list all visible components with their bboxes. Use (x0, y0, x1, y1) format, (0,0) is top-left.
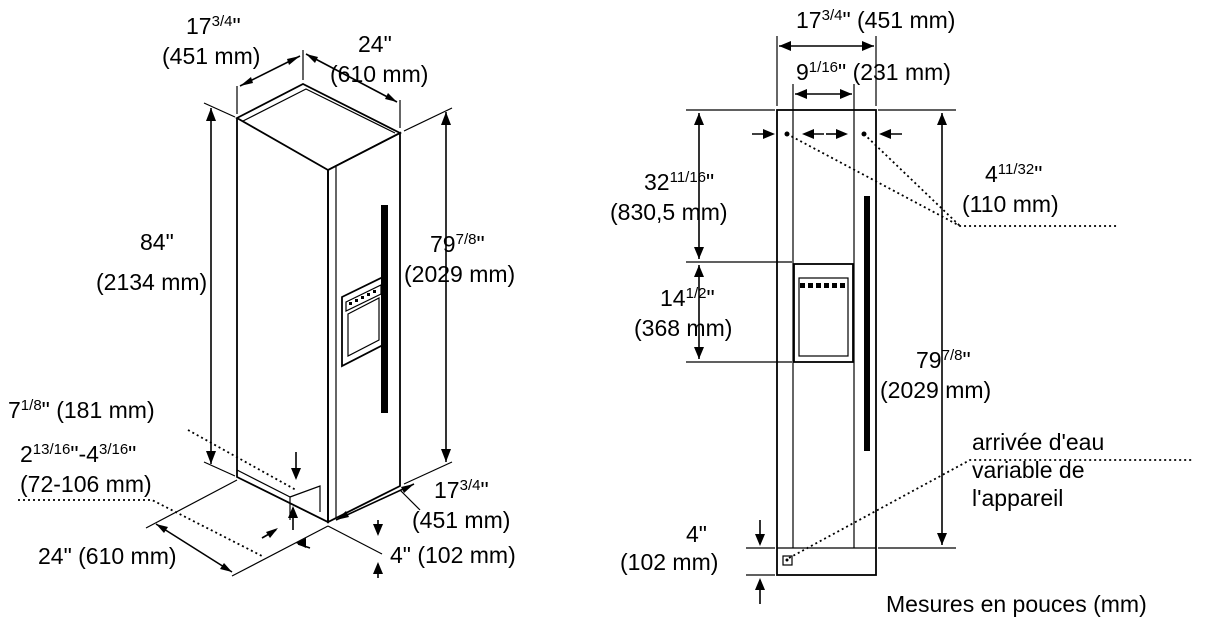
door-height-right-mm: (2029 mm) (880, 377, 991, 403)
overall-height-label: 84" (140, 229, 174, 255)
bottom-depth-label: 24" (610 mm) (38, 543, 177, 569)
front-outline (776, 109, 877, 576)
base-height-mm: (102 mm) (620, 549, 718, 575)
front-dispenser (793, 263, 854, 363)
side-offset-label: 411/32" (985, 161, 1042, 187)
fridge-top-face (235, 82, 402, 172)
upper-height-label: 3211/16" (644, 169, 714, 195)
water-inlet-line3: l'appareil (972, 485, 1063, 511)
top-depth-mm: (610 mm) (330, 61, 428, 87)
bottom-width-mm: (451 mm) (412, 507, 510, 533)
bottom-width-label: 173/4" (434, 477, 489, 503)
water-inlet-line1: arrivée d'eau (972, 429, 1104, 455)
base-height-label: 4" (686, 521, 707, 547)
toe-range-label: 213/16"-43/16" (20, 441, 136, 467)
toe-range-mm: (72-106 mm) (20, 471, 152, 497)
left-refrigerator-isometric (235, 82, 402, 524)
width-label: 173/4" (451 mm) (796, 7, 955, 33)
bottom-clearance-label: 4" (102 mm) (390, 542, 516, 568)
left-labels: 173/4" (451 mm) 24" (610 mm) 84" (2134 m… (8, 13, 516, 569)
door-height-mm: (2029 mm) (404, 261, 515, 287)
front-handle (864, 196, 870, 451)
right-labels: 173/4" (451 mm) 91/16" (231 mm) 3211/16"… (610, 7, 1147, 617)
upper-height-mm: (830,5 mm) (610, 199, 728, 225)
fridge-front-face (327, 131, 401, 524)
right-refrigerator-front (776, 84, 877, 576)
dispenser-height-label: 141/2" (660, 285, 715, 311)
top-width-mm: (451 mm) (162, 43, 260, 69)
top-depth-label: 24" (358, 31, 392, 57)
dispenser-panel (341, 274, 386, 368)
door-height-label: 797/8" (430, 231, 485, 257)
side-offset-mm: (110 mm) (962, 191, 1059, 217)
dispenser-height-mm: (368 mm) (634, 315, 732, 341)
left-dimension-lines (18, 50, 453, 578)
fridge-side-face (236, 118, 329, 524)
top-width-label: 173/4" (186, 13, 241, 39)
door-height-right-label: 797/8" (916, 347, 971, 373)
overall-height-mm: (2134 mm) (96, 269, 207, 295)
water-inlet-marker (782, 555, 793, 566)
units-caption: Mesures en pouces (mm) (886, 591, 1147, 617)
toe-kick-label: 71/8" (181 mm) (8, 397, 155, 423)
water-inlet-line2: variable de (972, 457, 1085, 483)
inner-width-label: 91/16" (231 mm) (796, 59, 951, 85)
right-dimension-lines (686, 36, 1192, 604)
